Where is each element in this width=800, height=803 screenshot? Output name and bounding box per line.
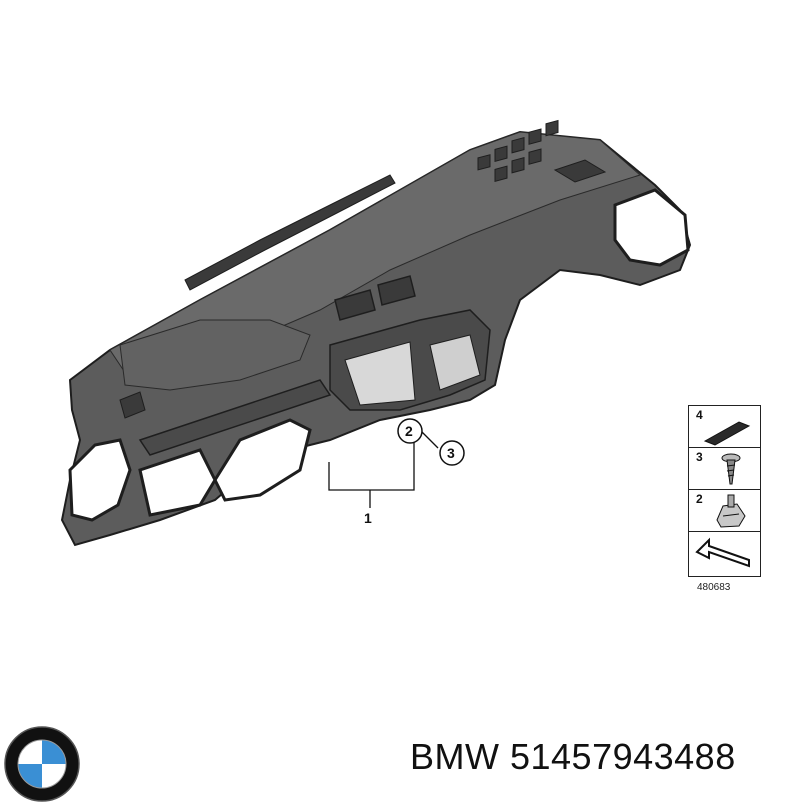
steering-column-opening (213, 418, 312, 502)
legend-number-2: 2 (696, 492, 703, 506)
callout-label-1: 1 (364, 510, 372, 526)
legend-number-3: 3 (696, 450, 703, 464)
dashboard-right-end-frame (613, 188, 690, 267)
callout-label-2: 2 (405, 423, 413, 439)
defroster-vent (184, 174, 396, 291)
adhesive-pad-icon (703, 421, 751, 446)
part-number-caption: BMW 51457943488 (410, 736, 736, 777)
diagram-number: 480683 (697, 582, 731, 593)
clip-nut-icon (716, 494, 746, 528)
speaker-grille-right (553, 159, 607, 183)
center-stack-bracket (344, 341, 416, 406)
bmw-roundel-logo (4, 726, 80, 802)
lower-knee-area (138, 448, 217, 517)
legend-item-direction (689, 532, 760, 576)
callout-circle-2 (397, 418, 423, 444)
legend-number-4: 4 (696, 408, 703, 422)
speaker-grille-left (119, 391, 146, 419)
center-stack-bracket-right (429, 334, 481, 391)
callout-circle-3 (439, 440, 465, 466)
left-end-frame (68, 438, 132, 522)
legend-item-2: 2 (689, 490, 760, 532)
parts-legend: 4 3 2 (688, 405, 761, 577)
legend-item-4: 4 (689, 406, 760, 448)
front-direction-arrow-icon (695, 537, 750, 568)
center-vent-right (377, 275, 416, 306)
screw-icon (721, 453, 741, 485)
passenger-airbag-cover (119, 319, 311, 391)
switch-panel (477, 119, 559, 182)
lower-structure-rail (138, 379, 332, 456)
callout-leaders (328, 431, 439, 508)
legend-item-3: 3 (689, 448, 760, 490)
center-vent-left (334, 289, 376, 321)
callout-label-3: 3 (447, 445, 455, 461)
